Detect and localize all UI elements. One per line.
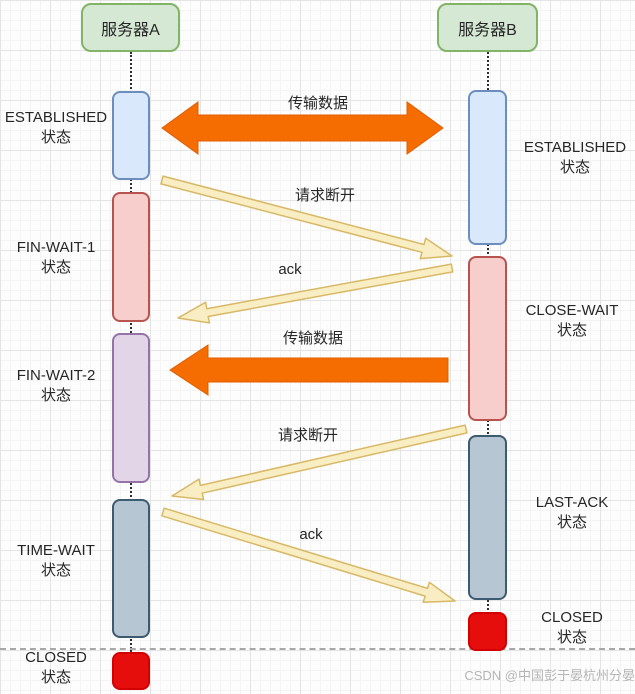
message-label-transfer-2: 传输数据 xyxy=(243,327,383,348)
message-text: 请求断开 xyxy=(294,187,355,204)
state-name: ESTABLISHED xyxy=(523,139,627,156)
state-box-b-closed xyxy=(468,612,507,651)
actor-box-server-a: 服务器A xyxy=(81,3,180,52)
message-label-fin-1: 请求断开 xyxy=(255,184,395,205)
message-label-ack-2: ack xyxy=(246,526,376,543)
state-label-a-fin-wait-1: FIN-WAIT-1 状态 xyxy=(0,238,112,278)
state-box-a-closed xyxy=(112,652,150,690)
message-label-transfer-1: 传输数据 xyxy=(248,92,388,113)
state-label-a-time-wait: TIME-WAIT 状态 xyxy=(0,541,112,581)
state-name: CLOSE-WAIT xyxy=(525,302,619,319)
state-label-a-established: ESTABLISHED 状态 xyxy=(0,108,112,148)
message-label-fin-2: 请求断开 xyxy=(238,424,378,445)
state-suffix: 状态 xyxy=(556,629,587,646)
actor-label-server-a: 服务器A xyxy=(101,21,160,39)
watermark: CSDN @中国彭于晏杭州分晏 xyxy=(464,668,635,683)
state-label-a-fin-wait-2: FIN-WAIT-2 状态 xyxy=(0,366,112,406)
message-text: ack xyxy=(278,261,302,278)
arrow-ack-a-to-b xyxy=(161,507,456,604)
actor-label-server-b: 服务器B xyxy=(458,21,517,39)
state-name: CLOSED xyxy=(25,649,87,666)
state-suffix: 状态 xyxy=(40,387,71,404)
message-text: 传输数据 xyxy=(287,95,348,112)
state-box-a-established xyxy=(112,91,150,180)
arrow-transfer-data-b-to-a xyxy=(169,344,449,396)
state-suffix: 状态 xyxy=(556,514,587,531)
message-text: 请求断开 xyxy=(277,427,338,444)
state-suffix: 状态 xyxy=(40,562,71,579)
state-box-a-fin-wait-1 xyxy=(112,192,150,322)
state-box-b-last-ack xyxy=(468,435,507,600)
state-name: LAST-ACK xyxy=(535,494,609,511)
arrow-fin-a-to-b xyxy=(160,175,453,260)
actor-box-server-b: 服务器B xyxy=(437,3,538,52)
state-suffix: 状态 xyxy=(556,322,587,339)
arrow-ack-b-to-a xyxy=(177,263,454,324)
closed-separator-line xyxy=(0,648,635,650)
state-suffix: 状态 xyxy=(40,259,71,276)
message-text: ack xyxy=(299,526,323,543)
arrow-fin-b-to-a xyxy=(171,424,468,501)
state-box-b-established xyxy=(468,90,507,245)
state-name: ESTABLISHED xyxy=(4,109,108,126)
state-label-b-established: ESTABLISHED 状态 xyxy=(515,138,635,178)
arrow-transfer-data-bidirectional xyxy=(161,101,444,155)
state-name: FIN-WAIT-1 xyxy=(16,239,96,256)
state-name: TIME-WAIT xyxy=(17,542,95,559)
state-suffix: 状态 xyxy=(40,129,71,146)
state-suffix: 状态 xyxy=(559,159,590,176)
state-label-a-closed: CLOSED 状态 xyxy=(0,648,112,688)
message-label-ack-1: ack xyxy=(225,261,355,278)
state-label-b-closed: CLOSED 状态 xyxy=(512,608,632,648)
state-box-b-close-wait xyxy=(468,256,507,421)
state-suffix: 状态 xyxy=(40,669,71,686)
state-name: CLOSED xyxy=(541,609,603,626)
state-box-a-fin-wait-2 xyxy=(112,333,150,483)
state-box-a-time-wait xyxy=(112,499,150,638)
state-label-b-last-ack: LAST-ACK 状态 xyxy=(512,493,632,533)
message-text: 传输数据 xyxy=(282,330,343,347)
state-name: FIN-WAIT-2 xyxy=(16,367,96,384)
state-label-b-close-wait: CLOSE-WAIT 状态 xyxy=(512,301,632,341)
